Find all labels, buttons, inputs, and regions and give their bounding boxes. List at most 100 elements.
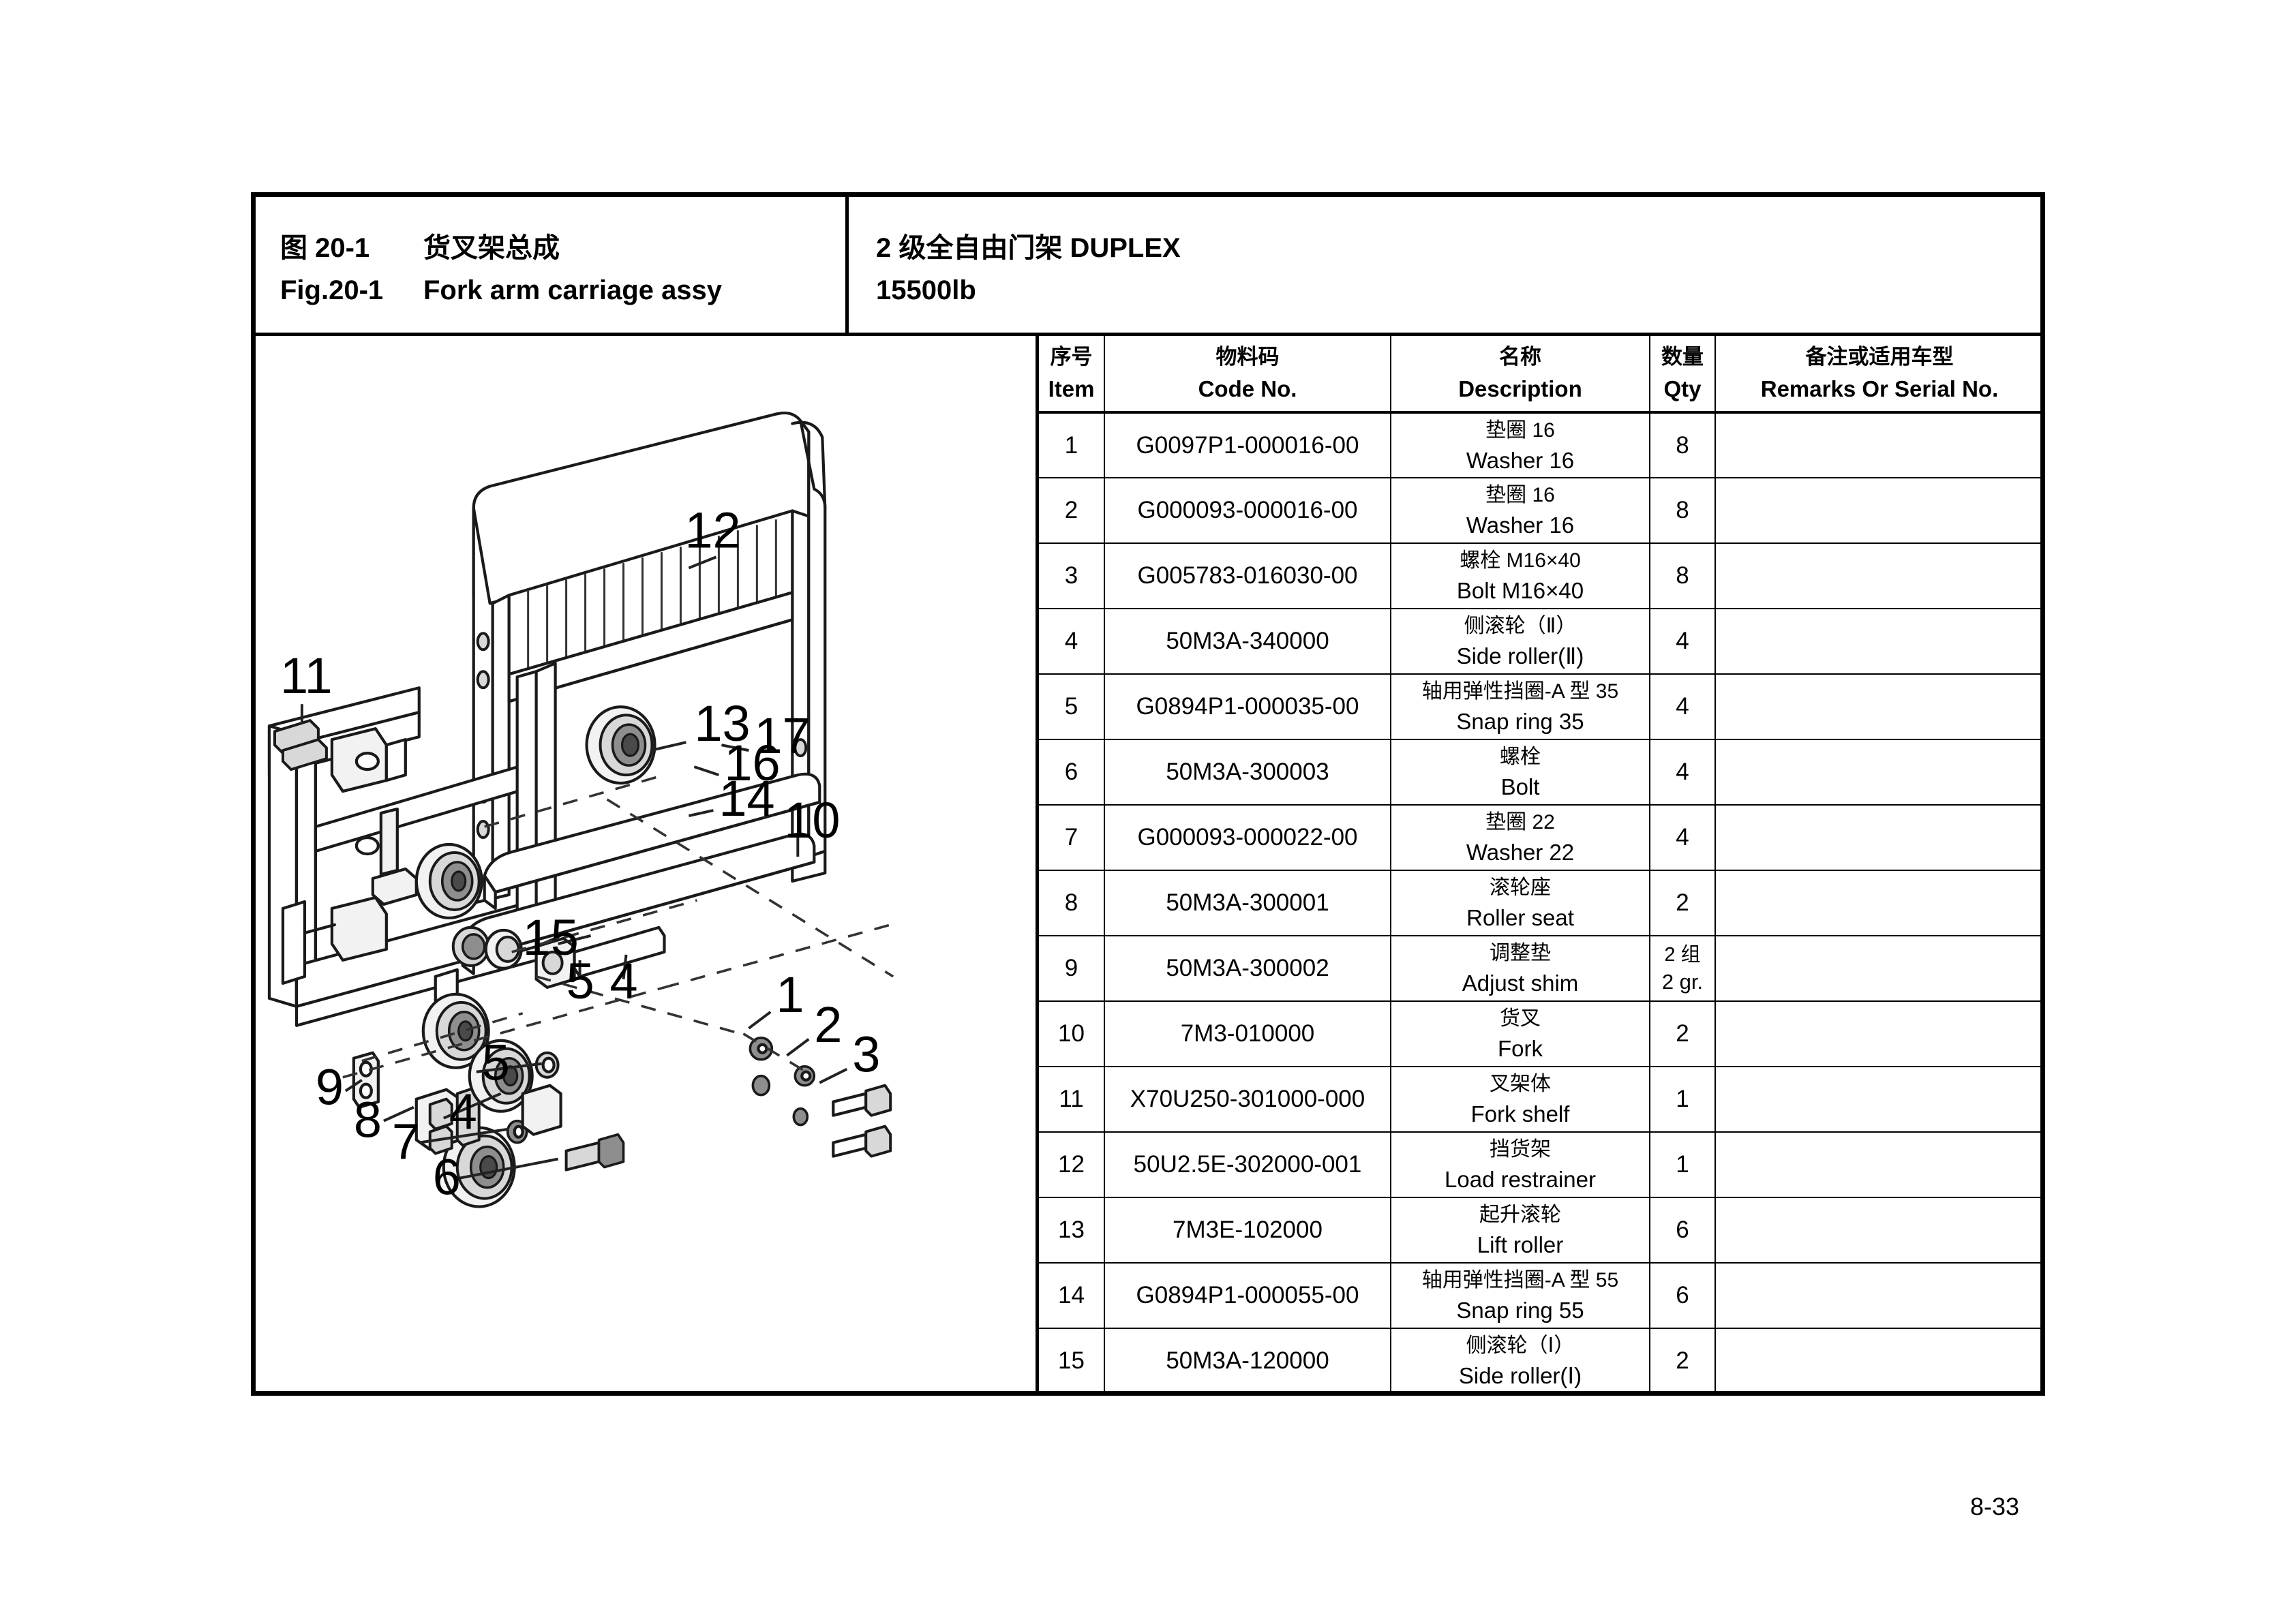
col-header-qty-cn: 数量 [1661, 345, 1704, 369]
cell-item: 8 [1039, 870, 1105, 936]
exploded-assembly-drawing: 12 11 13 17 16 14 10 15 5 4 1 2 3 9 [267, 411, 894, 1208]
cell-item: 14 [1039, 1263, 1105, 1329]
description-cn: 调整垫 [1490, 942, 1551, 964]
description-cn: 侧滚轮（Ⅰ） [1466, 1334, 1575, 1357]
figure-title-en: Fork arm carriage assy [423, 275, 723, 305]
callout-11: 11 [280, 647, 333, 704]
cell-description: 侧滚轮（Ⅰ） Side roller(Ⅰ) [1391, 1328, 1650, 1394]
description-cn: 轴用弹性挡圈-A 型 55 [1421, 1269, 1619, 1291]
callout-13: 13 [694, 695, 750, 752]
description-en: Bolt M16×40 [1456, 578, 1584, 603]
description-cn: 侧滚轮（Ⅱ） [1464, 615, 1577, 637]
cell-item: 7 [1039, 805, 1105, 871]
description-en: Bolt [1500, 774, 1540, 799]
description-cn: 轴用弹性挡圈-A 型 35 [1421, 680, 1619, 703]
page-number: 8-33 [1970, 1493, 2020, 1520]
cell-qty: 8 [1650, 412, 1716, 478]
col-header-code: 物料码 Code No. [1104, 336, 1391, 414]
callout-5-low: 5 [482, 1035, 510, 1091]
cell-remarks [1715, 478, 2040, 544]
description-cn: 螺栓 [1500, 746, 1541, 768]
cell-qty: 2 [1650, 1001, 1716, 1067]
construction-lines [342, 774, 894, 1079]
description-en: Side roller(Ⅰ) [1458, 1363, 1582, 1388]
cell-description: 侧滚轮（Ⅱ）Side roller(Ⅱ) [1391, 609, 1650, 675]
model-line-1: 2 级全自由门架 DUPLEX [876, 233, 1181, 263]
description-en: Washer 16 [1466, 447, 1575, 473]
cell-code-no: G005783-016030-00 [1104, 543, 1391, 609]
description-en: Roller seat [1466, 905, 1574, 930]
cell-item: 6 [1039, 739, 1105, 806]
cell-code-no: G0894P1-000035-00 [1104, 674, 1391, 740]
callout-labels: 12 11 13 17 16 14 10 15 5 4 1 2 3 9 [280, 502, 880, 1205]
cell-qty: 6 [1650, 1197, 1716, 1264]
technical-drawing-pane: 12 11 13 17 16 14 10 15 5 4 1 2 3 9 [256, 336, 1039, 1394]
cell-description: 货叉 Fork [1391, 1001, 1650, 1067]
cell-qty: 2 [1650, 1328, 1716, 1394]
col-header-remarks: 备注或适用车型 Remarks Or Serial No. [1715, 336, 2040, 414]
callout-3: 3 [852, 1026, 880, 1083]
callout-4-mid: 4 [610, 953, 638, 1009]
cell-remarks [1715, 1197, 2040, 1264]
col-header-description-en: Description [1458, 376, 1582, 401]
cell-remarks [1715, 412, 2040, 478]
cell-item: 1 [1039, 412, 1105, 478]
cell-qty: 2 [1650, 870, 1716, 936]
description-en: Load restrainer [1445, 1167, 1596, 1192]
callout-6: 6 [433, 1149, 461, 1206]
cell-item: 4 [1039, 609, 1105, 675]
callout-1: 1 [776, 966, 804, 1023]
description-cn: 挡货架 [1490, 1138, 1551, 1161]
part-fork-shelf [267, 662, 557, 1027]
description-en: Fork [1498, 1036, 1543, 1061]
callout-15: 15 [523, 909, 579, 966]
figure-label-en: Fig.20-1 [280, 275, 384, 305]
col-header-item-en: Item [1048, 376, 1095, 401]
cell-code-no: G000093-000016-00 [1104, 478, 1391, 544]
cell-item: 3 [1039, 543, 1105, 609]
part-cluster-right [749, 1036, 892, 1158]
cell-description: 轴用弹性挡圈-A 型 55 Snap ring 55 [1391, 1263, 1650, 1329]
cell-code-no: 50M3A-300002 [1104, 936, 1391, 1002]
description-cn: 起升滚轮 [1479, 1204, 1561, 1226]
cell-item: 12 [1039, 1132, 1105, 1198]
description-cn: 螺栓 M16×40 [1460, 549, 1581, 572]
cell-qty: 4 [1650, 739, 1716, 806]
cell-code-no: X70U250-301000-000 [1104, 1067, 1391, 1133]
cell-item: 11 [1039, 1067, 1105, 1133]
cell-code-no: G0894P1-000055-00 [1104, 1263, 1391, 1329]
description-en: Adjust shim [1462, 970, 1579, 996]
cell-remarks [1715, 936, 2040, 1002]
description-en: Snap ring 55 [1456, 1298, 1584, 1323]
cell-description: 调整垫 Adjust shim [1391, 936, 1650, 1002]
description-en: Snap ring 35 [1456, 709, 1584, 734]
description-cn: 货叉 [1500, 1007, 1541, 1030]
callout-4-low: 4 [449, 1084, 477, 1140]
